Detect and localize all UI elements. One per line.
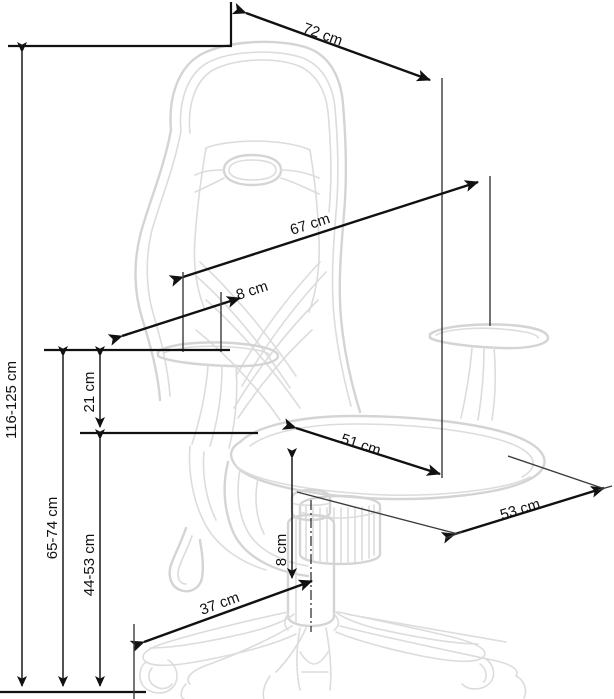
dimension-line-backrest-67: [168, 180, 479, 287]
dimension-label-seat-height: 44-53 cm: [81, 534, 98, 597]
dimension-label-lumbar-8: 8 cm: [234, 278, 270, 304]
dimension-label-width-72: 72 cm: [301, 20, 345, 50]
dimension-line-base-radius-37: [129, 579, 313, 653]
ext-line-base-depth-guide: [296, 491, 459, 535]
dimension-label-total-height: 116-125 cm: [3, 361, 20, 439]
dimension-line-seat-depth-51: [281, 418, 441, 476]
dimension-line-lumbar-8: [107, 296, 241, 346]
dimension-label-seat-depth-51: 51 cm: [339, 431, 383, 460]
ext-line-base-depth-end: [597, 485, 613, 491]
dimension-label-backrest-67: 67 cm: [288, 210, 332, 239]
dimension-label-seat-thickness: 8 cm: [273, 534, 290, 567]
chair-illustration: [134, 40, 550, 699]
ext-line-base-depth-start: [445, 531, 463, 539]
dimension-label-base-depth-53: 53 cm: [498, 495, 542, 523]
dimension-label-armrest-to-seat: 21 cm: [81, 372, 98, 413]
ext-line-base-depth-guide2: [507, 455, 603, 489]
dimension-line-width-72: [231, 2, 431, 82]
dimension-line-base-depth-53: [440, 486, 605, 544]
dimension-label-armrest-height: 65-74 cm: [44, 497, 61, 560]
